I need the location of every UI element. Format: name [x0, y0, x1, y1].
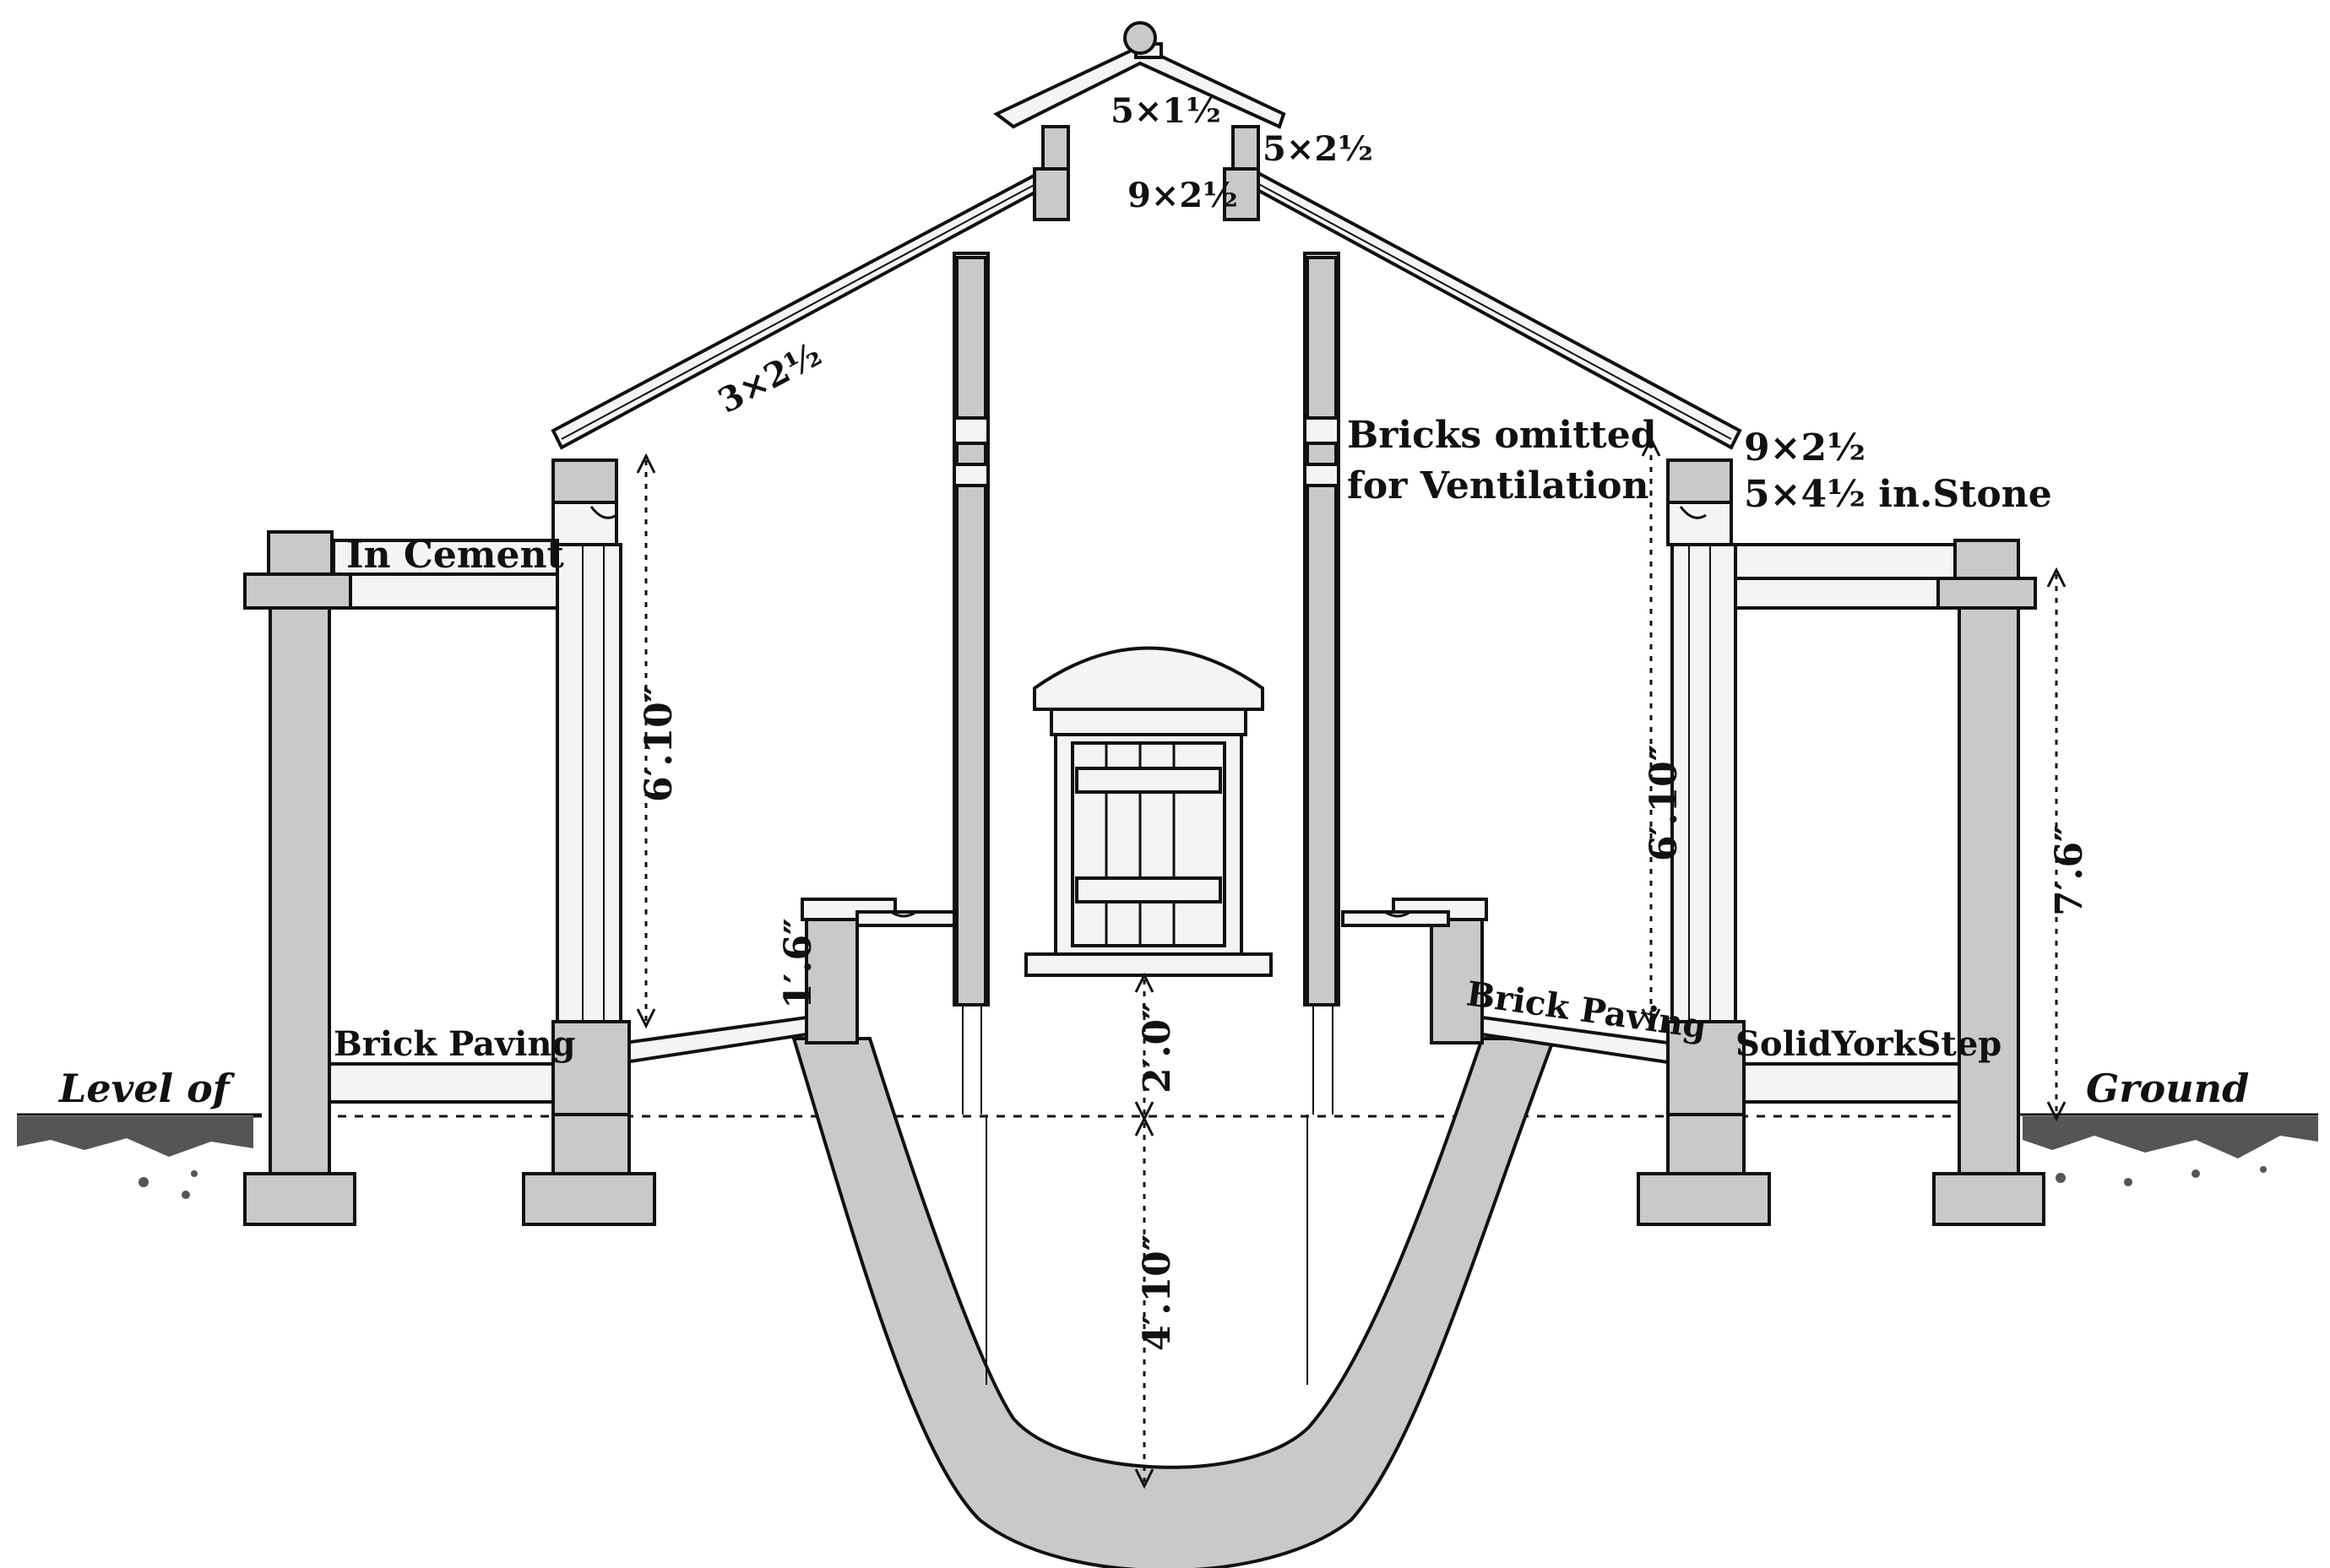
right-side-wall — [1637, 543, 1771, 1226]
right-wall-plate — [1666, 458, 1733, 546]
left-outer-pier — [243, 530, 559, 1226]
dim-left-wall-height: 6′.10″ — [638, 686, 681, 802]
label-ground: Ground — [2086, 1066, 2249, 1111]
label-ventilation-2: for Ventilation — [1347, 464, 1649, 507]
label-ridge-right: 5×2½ — [1263, 129, 1373, 169]
label-ventilation-1: Bricks omitted — [1347, 414, 1656, 457]
right-inner-pier — [1341, 898, 1488, 1044]
label-plate-right-2: 5×4½ in.Stone — [1744, 473, 2052, 516]
right-central-post — [1303, 252, 1340, 1385]
dim-above-ground: 2′.0″ — [1136, 1002, 1179, 1093]
label-in-cement: In Cement — [346, 534, 564, 577]
left-brick-paving — [623, 1015, 808, 1065]
left-inner-pier — [801, 898, 964, 1044]
dim-right-wall-height: 6′.10″ — [1643, 745, 1686, 861]
label-ridge-post: 9×2½ — [1127, 176, 1238, 215]
roof — [551, 21, 1742, 450]
dim-trench-depth: 4′.10″ — [1136, 1234, 1179, 1351]
pit-wall — [791, 1037, 1556, 1568]
left-wall-plate — [551, 458, 618, 546]
label-brick-paving-left: Brick Paving — [334, 1024, 576, 1064]
label-solid-york-step: SolidYorkStep — [1735, 1024, 2001, 1064]
label-ridge-top: 5×1½ — [1111, 91, 1221, 131]
dim-outer-right-height: 7′.6″ — [2048, 825, 2091, 916]
window — [1024, 646, 1273, 977]
left-side-wall — [522, 543, 656, 1226]
label-level-of: Level of — [57, 1066, 236, 1111]
left-central-post — [953, 252, 990, 1385]
label-plate-right-1: 9×2½ — [1744, 426, 1866, 469]
right-outer-pier — [1734, 539, 2045, 1226]
dimension-lines — [636, 436, 2067, 1489]
dim-trench-rim: 1′.6″ — [777, 918, 820, 1009]
ground-surface — [17, 1113, 2318, 1199]
